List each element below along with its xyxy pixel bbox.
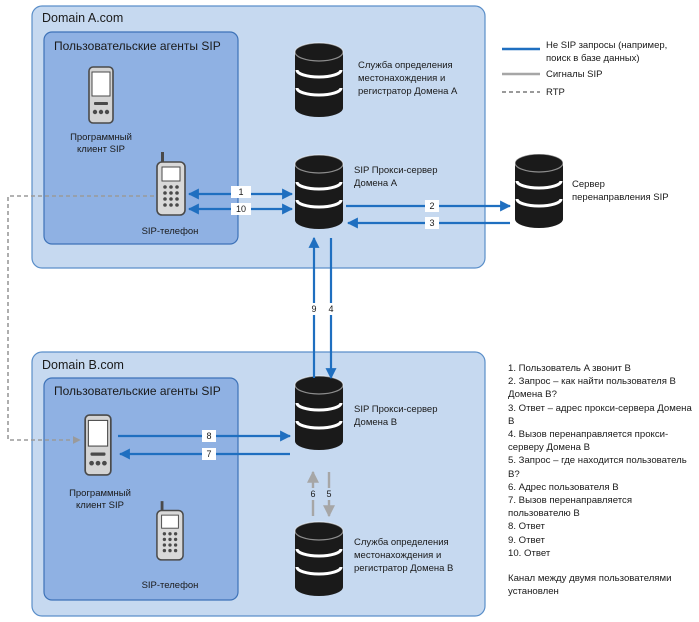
arrow-10-label: 10 bbox=[236, 204, 246, 214]
proxy-a-label-1: SIP Прокси-сервер bbox=[354, 165, 437, 176]
steps-panel: 1. Пользователь A звонит B 2. Запрос – к… bbox=[508, 362, 696, 598]
proxy-b-label-2: Домена B bbox=[354, 417, 397, 428]
softclient-b-label-1: Программный bbox=[69, 488, 131, 499]
step-5: 5. Запрос – где находится пользователь B… bbox=[508, 455, 687, 480]
arrow-7-label: 7 bbox=[206, 449, 211, 459]
rtp-path bbox=[7, 195, 154, 444]
arrow-9-label: 9 bbox=[311, 304, 316, 314]
softclient-a-icon bbox=[88, 66, 114, 124]
proxy-b-db-icon bbox=[293, 374, 345, 452]
step-1: 1. Пользователь A звонит B bbox=[508, 363, 631, 374]
arrow-10-label-bg bbox=[231, 203, 251, 215]
legend-non-sip-label-1: Не SIP запросы (например, bbox=[546, 40, 667, 51]
redirect-server-label-1: Сервер bbox=[572, 179, 605, 190]
step-10: 10. Ответ bbox=[508, 547, 551, 559]
locator-b-label-1: Служба определения bbox=[354, 537, 449, 548]
locator-b-label-2: местонахождения и bbox=[354, 550, 441, 561]
domain-a-agents-title: Пользовательские агенты SIP bbox=[54, 39, 221, 53]
locator-b-db-icon bbox=[293, 520, 345, 598]
arrow-7-label-bg bbox=[202, 448, 216, 460]
locator-a-db-icon bbox=[293, 41, 345, 119]
arrow-1-label-bg bbox=[231, 186, 251, 198]
locator-a-label-3: регистратор Домена A bbox=[358, 86, 458, 97]
arrow-1-label: 1 bbox=[238, 187, 243, 197]
step-2: 2. Запрос – как найти пользователя B Дом… bbox=[508, 376, 676, 401]
locator-b-label-3: регистратор Домена B bbox=[354, 563, 453, 574]
redirect-server-label-2: перенаправления SIP bbox=[572, 192, 669, 203]
proxy-b-label-1: SIP Прокси-сервер bbox=[354, 404, 437, 415]
softclient-a-label-1: Программный bbox=[70, 132, 132, 143]
legend-rtp-label: RTP bbox=[546, 87, 565, 98]
sip-phone-a-label: SIP-телефон bbox=[142, 226, 199, 237]
arrow-3-label-bg bbox=[425, 217, 439, 229]
arrow-8-label: 8 bbox=[206, 431, 211, 441]
redirect-server-db-icon bbox=[513, 152, 565, 230]
step-8: 8. Ответ bbox=[508, 521, 545, 533]
arrow-5-label-bg bbox=[323, 488, 335, 500]
arrow-6-label: 6 bbox=[310, 489, 315, 499]
arrow-8-label-bg bbox=[202, 430, 216, 442]
steps-list: 1. Пользователь A звонит B 2. Запрос – к… bbox=[508, 362, 696, 560]
softclient-b-icon bbox=[84, 414, 112, 476]
proxy-a-label-2: Домена A bbox=[354, 178, 398, 189]
proxy-a-db-icon bbox=[293, 153, 345, 231]
softclient-b-label-2: клиент SIP bbox=[76, 500, 124, 511]
softclient-a-label-2: клиент SIP bbox=[77, 144, 125, 155]
arrow-4-label: 4 bbox=[328, 304, 333, 314]
step-4: 4. Вызов перенаправляется прокси-серверу… bbox=[508, 429, 669, 454]
arrow-9-label-bg bbox=[308, 303, 320, 315]
arrow-2-label: 2 bbox=[429, 201, 434, 211]
step-6: 6. Адрес пользователя B bbox=[508, 481, 619, 493]
locator-a-label-2: местонахождения и bbox=[358, 73, 445, 84]
arrow-3-label: 3 bbox=[429, 218, 434, 228]
domain-b-title: Domain B.com bbox=[42, 358, 124, 372]
arrow-2-label-bg bbox=[425, 200, 439, 212]
arrow-5-label: 5 bbox=[326, 489, 331, 499]
step-7: 7. Вызов перенаправляется пользователю B bbox=[508, 495, 633, 520]
sip-phone-b-label: SIP-телефон bbox=[142, 580, 199, 591]
channel-established-note: Канал между двумя пользователями установ… bbox=[508, 573, 672, 598]
step-3: 3. Ответ – адрес прокси-сервера Домена B bbox=[508, 402, 692, 427]
locator-a-label-1: Служба определения bbox=[358, 60, 453, 71]
sip-phone-b-icon bbox=[156, 500, 184, 561]
legend-non-sip-label-2: поиск в базе данных) bbox=[546, 53, 640, 64]
legend-sip-label: Сигналы SIP bbox=[546, 69, 603, 80]
arrow-4-label-bg bbox=[325, 303, 337, 315]
arrow-6-label-bg bbox=[307, 488, 319, 500]
step-9: 9. Ответ bbox=[508, 534, 545, 546]
sip-phone-a-icon bbox=[156, 152, 186, 216]
domain-a-title: Domain A.com bbox=[42, 11, 123, 25]
domain-b-agents-title: Пользовательские агенты SIP bbox=[54, 384, 221, 398]
